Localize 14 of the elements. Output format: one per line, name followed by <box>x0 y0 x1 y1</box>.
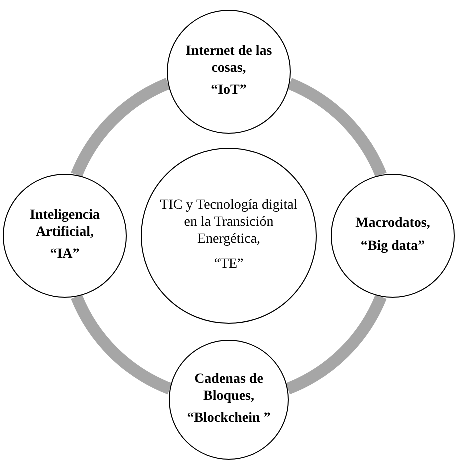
concept-label: TIC y Tecnología digital en la Transición Energética, <box>159 198 299 249</box>
concept-label: Macrodatos, <box>356 216 430 233</box>
connector-arc <box>286 294 387 394</box>
concept-label: Inteligencia Artificial, <box>29 208 101 242</box>
acronym-label: “IoT” <box>211 83 247 100</box>
concept-label: Cadenas de Bloques, <box>194 372 264 406</box>
concept-label: Internet de las cosas, <box>184 44 274 78</box>
connector-arc <box>71 294 172 394</box>
acronym-label: “Big data” <box>360 239 426 256</box>
connector-arc <box>71 78 171 178</box>
connector-arc <box>287 78 387 178</box>
acronym-label: “TE” <box>214 256 244 274</box>
acronym-label: “IA” <box>50 247 80 264</box>
acronym-label: “Blockchein ” <box>187 411 271 428</box>
